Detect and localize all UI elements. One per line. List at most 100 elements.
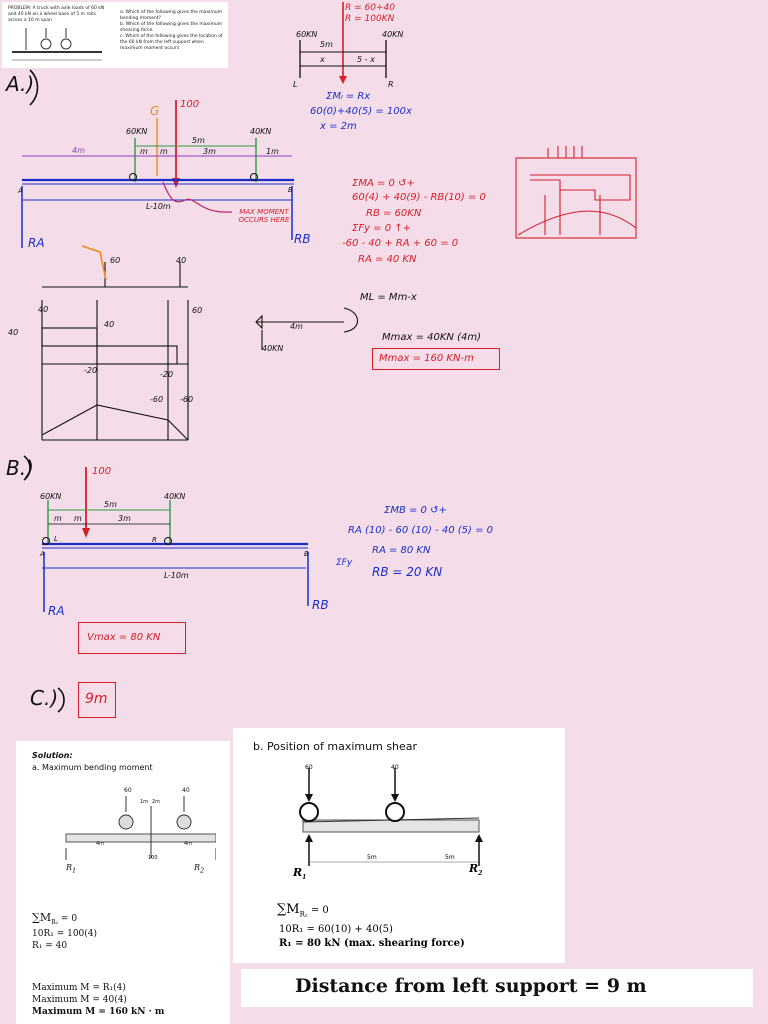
solution-bottom-card: Distance from left support = 9 m [241,969,753,1007]
a-eq-fy: ΣFy = 0 ↑+ [352,223,412,234]
b-dim-m1: m [54,514,62,523]
part-a-beam [21,100,294,248]
sol-l-m1: Maximum M = R₁(4) [32,983,126,993]
top-right-fbd [299,2,387,84]
sol-l-r1: R1 [66,863,77,875]
shear-moment-diagram [41,262,189,441]
sol-mid-eq2: 10R₁ = 60(10) + 40(5) [279,924,393,935]
sol-mid-r1: R1 [293,866,307,882]
question-b: b. Which of the following gives the maxi… [120,22,223,33]
sol-l-60: 60 [124,787,132,794]
part-b-label: B.) [6,456,34,480]
b-dim-3m: 3m [118,514,131,523]
part-c-label: C.) [30,686,59,710]
b-dim-5m: 5m [104,500,117,509]
a-dim-5m: 5m [192,136,205,145]
a-dim-3m: 3m [203,147,216,156]
tr-eq2: 60(0)+40(5) = 100x [310,106,412,117]
moment-calc-sketch [255,307,359,350]
sol-l-4m-a: 4m [96,841,105,847]
b-dim-m2: m [74,514,82,523]
sd-v-m60a: -60 [150,395,164,404]
red-side-sketch [515,146,637,239]
sd-v-40b: 40 [104,320,115,329]
sol-l-1m: 1m [140,799,149,805]
a-rb: RB [294,232,311,246]
a-note: MAX MOMENT OCCURS HERE [238,208,290,224]
problem-card: PROBLEM: A truck with axle loads of 60 k… [2,2,228,68]
sol-left-figure [65,796,216,860]
paren-c [57,687,65,713]
question-c: c. Which of the following gives the loca… [120,34,223,51]
problem-truck-figure [12,28,102,61]
b-ra: RA [48,604,65,618]
mc-force: 40KN [262,344,284,353]
sol-mid-dim-a: 5m [367,854,377,861]
sd-top-60: 60 [110,256,121,265]
a-eq-ma2: 60(4) + 40(9) - RB(10) = 0 [352,192,486,203]
problem-text: PROBLEM: A truck with axle loads of 60 k… [8,6,105,23]
a-load-g: G [150,104,160,118]
sol-subtitle: a. Maximum bending moment [32,763,153,772]
b-vmax-box: Vmax = 80 KN [78,622,186,654]
sol-title: Solution: [32,751,73,760]
a-load-40: 40KN [250,127,272,136]
b-span: L-10m [164,571,189,580]
a-eq-ma: ΣMA = 0 ↺+ [352,178,415,189]
tr-load-right: 40KN [382,30,404,39]
b-eq3: RA = 80 KN [372,545,431,556]
a-load-100: 100 [180,99,200,110]
sol-mid-eq3: R₁ = 80 kN (max. shearing force) [279,938,465,949]
mc-mmax-eq: Mmax = 40KN (4m) [382,332,481,343]
a-span: L-10m [146,202,171,211]
question-a: a. Which of the following gives the maxi… [120,10,222,21]
sol-mid-figure [299,768,483,866]
sol-l-4m-b: 4m [184,841,193,847]
part-b-beam [42,467,309,612]
sol-mid-title: b. Position of maximum shear [253,740,418,753]
solution-mid-card: b. Position of maximum shear 60 40 5m 5m… [233,728,565,963]
a-dim-m2: m [160,147,168,156]
tr-eq1: ΣMₗ = Rx [326,91,371,102]
r-val: R = 100KN [345,14,395,24]
a-eq-fy2: -60 - 40 + RA + 60 = 0 [342,238,459,249]
c-answer: 9m [85,691,108,707]
mc-ml-eq: ML = Mm-x [360,292,417,303]
sd-v-m20b: -20 [160,370,174,379]
b-sup-b: B [304,550,309,558]
mc-mmax-ans: Mmax = 160 KN-m [379,353,474,364]
tr-eq3: x = 2m [320,121,357,132]
b-load-40: 40KN [164,492,186,501]
solution-left-card: Solution: a. Maximum bending moment 60 4… [16,741,230,1024]
b-sup-l: L [54,535,58,543]
sol-l-40: 40 [182,787,190,794]
b-eq1: ΣMB = 0 ↺+ [384,505,447,516]
problem-questions: a. Which of the following gives the maxi… [120,10,224,52]
b-sup-a: A [40,550,45,558]
b-eq4: RB = 20 KN [372,565,443,579]
sol-l-eq1: ∑MR₂ = 0 [32,911,78,927]
b-vmax: Vmax = 80 KN [87,632,161,643]
a-dim-1m: 1m [266,147,279,156]
a-eq-ra: RA = 40 KN [358,254,417,265]
sol-l-eq2: 10R₁ = 100(4) [32,929,98,939]
sol-mid-40: 40 [391,764,399,771]
b-load-60: 60KN [40,492,62,501]
sol-l-m2: Maximum M = 40(4) [32,995,127,1005]
tr-dim-5x: 5 - x [357,55,375,64]
sol-mid-r2: R2 [469,862,483,878]
sd-v-m60b: -60 [180,395,194,404]
sol-l-r2: R2 [194,863,205,875]
c-answer-box: 9m [78,682,116,718]
b-rb: RB [312,598,329,612]
sd-left-40: 40 [38,305,49,314]
sol-l-m3: Maximum M = 160 kN · m [32,1007,165,1017]
b-load-100: 100 [92,466,112,477]
sol-l-2m: 2m [152,799,161,805]
sol-mid-dim-b: 5m [445,854,455,861]
sol-bottom-text: Distance from left support = 9 m [295,975,647,997]
part-a-label: A.) [6,72,35,96]
paren-a [29,69,39,106]
orange-arrow [81,245,107,281]
